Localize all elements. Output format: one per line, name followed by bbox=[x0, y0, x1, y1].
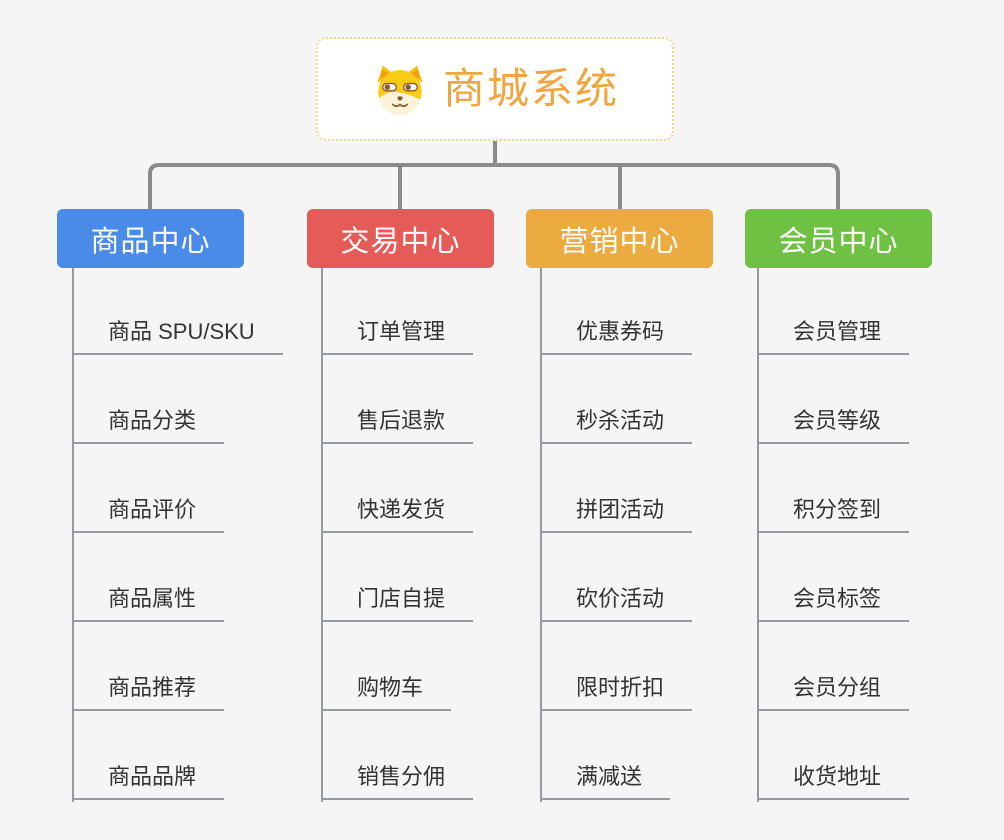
leaf-node[interactable]: 商品推荐 bbox=[74, 671, 225, 711]
leaf-node[interactable]: 商品评价 bbox=[74, 493, 225, 533]
leaf-node[interactable]: 秒杀活动 bbox=[542, 404, 693, 444]
leaf-node[interactable]: 收货地址 bbox=[759, 760, 910, 800]
leaf-node[interactable]: 商品 SPU/SKU bbox=[74, 315, 283, 355]
branch-children-member: 会员管理 会员等级 积分签到 会员标签 会员分组 收货地址 bbox=[757, 268, 910, 802]
leaf-node[interactable]: 门店自提 bbox=[323, 582, 474, 622]
leaf-node[interactable]: 会员管理 bbox=[759, 315, 910, 355]
branch-member-center[interactable]: 会员中心 bbox=[745, 209, 932, 268]
leaf-node[interactable]: 积分签到 bbox=[759, 493, 910, 533]
leaf-node[interactable]: 售后退款 bbox=[323, 404, 474, 444]
branch-product-center[interactable]: 商品中心 bbox=[57, 209, 244, 268]
leaf-node[interactable]: 商品分类 bbox=[74, 404, 225, 444]
leaf-node[interactable]: 拼团活动 bbox=[542, 493, 693, 533]
leaf-node[interactable]: 订单管理 bbox=[323, 315, 474, 355]
leaf-node[interactable]: 会员等级 bbox=[759, 404, 910, 444]
leaf-node[interactable]: 会员分组 bbox=[759, 671, 910, 711]
leaf-node[interactable]: 商品属性 bbox=[74, 582, 225, 622]
branch-children-product: 商品 SPU/SKU 商品分类 商品评价 商品属性 商品推荐 商品品牌 bbox=[72, 268, 283, 802]
root-title: 商城系统 bbox=[442, 65, 619, 112]
leaf-node[interactable]: 购物车 bbox=[323, 671, 452, 711]
leaf-node[interactable]: 商品品牌 bbox=[74, 760, 225, 800]
leaf-node[interactable]: 限时折扣 bbox=[542, 671, 693, 711]
branch-children-trade: 订单管理 售后退款 快递发货 门店自提 购物车 销售分佣 bbox=[321, 268, 474, 802]
leaf-node[interactable]: 满减送 bbox=[542, 760, 671, 800]
root-node-mall-system[interactable]: 商城系统 bbox=[316, 37, 674, 141]
leaf-node[interactable]: 销售分佣 bbox=[323, 760, 474, 800]
leaf-node[interactable]: 快递发货 bbox=[323, 493, 474, 533]
leaf-node[interactable]: 优惠券码 bbox=[542, 315, 693, 355]
branch-marketing-center[interactable]: 营销中心 bbox=[526, 209, 713, 268]
dog-icon bbox=[377, 65, 423, 115]
leaf-node[interactable]: 砍价活动 bbox=[542, 582, 693, 622]
leaf-node[interactable]: 会员标签 bbox=[759, 582, 910, 622]
branch-trade-center[interactable]: 交易中心 bbox=[307, 209, 494, 268]
branch-children-marketing: 优惠券码 秒杀活动 拼团活动 砍价活动 限时折扣 满减送 bbox=[540, 268, 693, 802]
